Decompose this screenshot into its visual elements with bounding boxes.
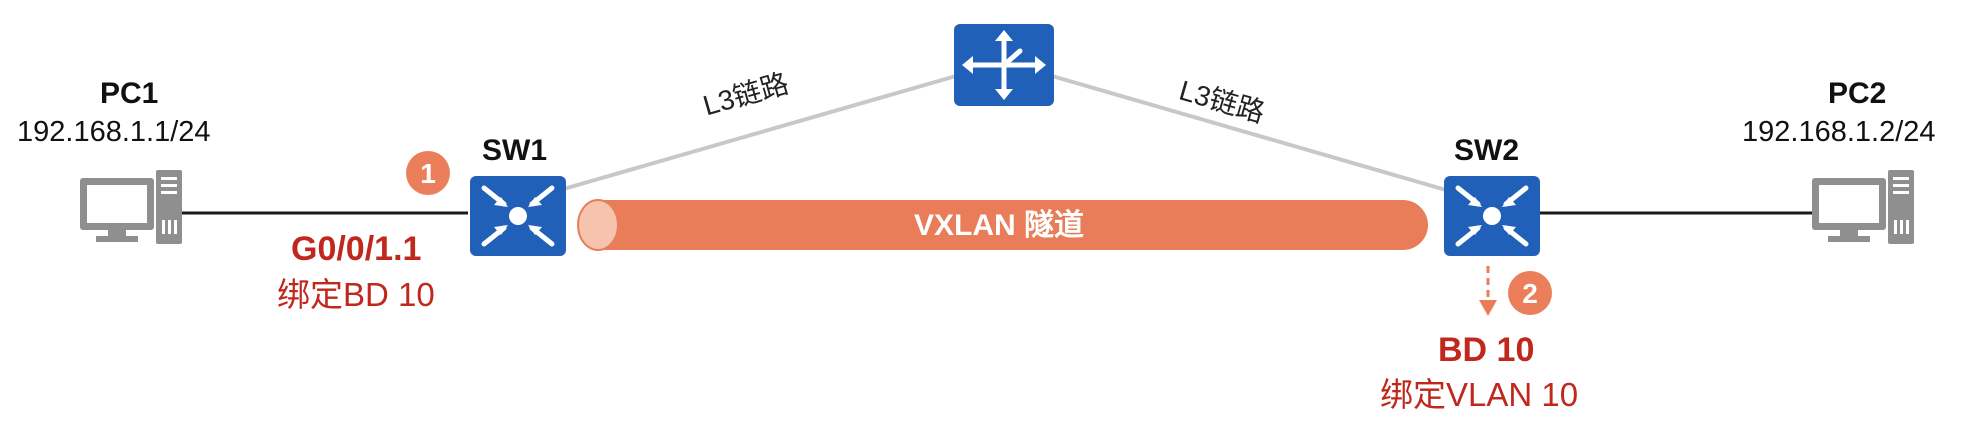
- l3-link-right: [1051, 74, 1447, 192]
- router-icon: [954, 24, 1054, 106]
- pc2-ip: 192.168.1.2/24: [1742, 116, 1936, 148]
- sw1-interface-label: G0/0/1.1: [291, 230, 422, 268]
- svg-text:2: 2: [1522, 278, 1538, 309]
- switch-icon: [470, 176, 566, 256]
- vxlan-tunnel-label: VXLAN 隧道: [914, 209, 1085, 242]
- sw2-binding-label: 绑定VLAN 10: [1380, 376, 1579, 413]
- pc1-ip: 192.168.1.1/24: [17, 116, 211, 148]
- computer-icon: [1812, 170, 1914, 244]
- pc2-name: PC2: [1828, 77, 1887, 110]
- switch-icon: [1444, 176, 1540, 256]
- vxlan-tunnel: [577, 199, 1428, 251]
- pc1-name: PC1: [100, 77, 159, 110]
- l3-link-left: [559, 74, 957, 192]
- step-badge-1: 1: [406, 151, 450, 195]
- step-badge-2: 2: [1508, 271, 1552, 315]
- sw2-name: SW2: [1454, 134, 1520, 167]
- binding-arrow: [1479, 266, 1497, 316]
- sw2-bd-label: BD 10: [1438, 331, 1535, 369]
- computer-icon: [80, 170, 182, 244]
- sw1-binding-label: 绑定BD 10: [277, 276, 435, 313]
- svg-text:1: 1: [420, 158, 436, 189]
- sw1-name: SW1: [482, 134, 548, 167]
